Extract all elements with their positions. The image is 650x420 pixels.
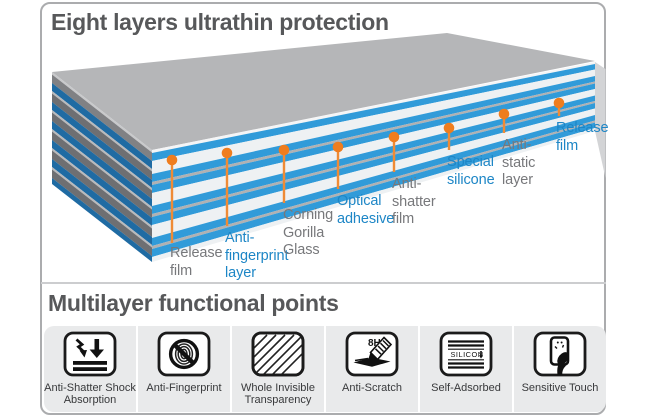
feature-label: Sensitive Touch [521, 382, 599, 394]
layer-label-release-film-bottom: Release film [170, 245, 223, 279]
anti-scratch-icon: 8H [345, 331, 399, 377]
anti-fingerprint-icon [157, 331, 211, 377]
self-adsorbed-icon: SILICON [439, 331, 493, 377]
feature-label: Anti-Fingerprint [146, 382, 222, 394]
layer-label-anti-shatter: Anti-shatter film [392, 176, 436, 227]
layer-label-anti-static: Anti-static layer [502, 137, 536, 188]
feature-label: Anti-Scratch [342, 382, 402, 394]
feature-label: Whole Invisible Transparency [241, 382, 315, 406]
feature-card-self-adsorbed: SILICON Self-Adsorbed [420, 326, 514, 412]
layer-label-optical-adhesive: Optical adhesive [337, 193, 395, 227]
stack-right-face [595, 62, 606, 178]
layer-label-gorilla-glass: Corning Gorilla Glass [283, 207, 334, 258]
feature-card-anti-shatter: Anti-Shatter Shock Absorption [44, 326, 138, 412]
layer-leader-dots [166, 97, 565, 166]
silicon-layer-text: SILICON [451, 350, 484, 359]
feature-card-transparency: Whole Invisible Transparency [232, 326, 326, 412]
layer-leader-lines [170, 103, 561, 243]
sensitive-touch-icon [533, 331, 587, 377]
feature-panel: Anti-Shatter Shock Absorption Anti-Finge… [44, 326, 606, 412]
feature-card-anti-scratch: 8H Anti-Scratch [326, 326, 420, 412]
layer-label-release-film-top: Release film [556, 120, 609, 154]
feature-label: Self-Adsorbed [431, 382, 501, 394]
feature-card-anti-fingerprint: Anti-Fingerprint [138, 326, 232, 412]
section-divider [41, 282, 606, 284]
stack-top-face [52, 33, 595, 150]
stack-left-face [52, 72, 152, 262]
layer-label-special-silicone: Special silicone [447, 154, 495, 188]
layer-label-anti-fingerprint: Anti-fingerprint layer [225, 230, 289, 281]
page-title: Eight layers ultrathin protection [51, 9, 389, 35]
feature-card-sensitive-touch: Sensitive Touch [514, 326, 606, 412]
anti-shatter-shock-icon [63, 331, 117, 377]
feature-label: Anti-Shatter Shock Absorption [44, 382, 136, 406]
invisible-transparency-icon [251, 331, 305, 377]
hardness-rating-text: 8H [368, 338, 381, 349]
section-title: Multilayer functional points [48, 290, 339, 316]
stack-front-layers [152, 62, 595, 262]
